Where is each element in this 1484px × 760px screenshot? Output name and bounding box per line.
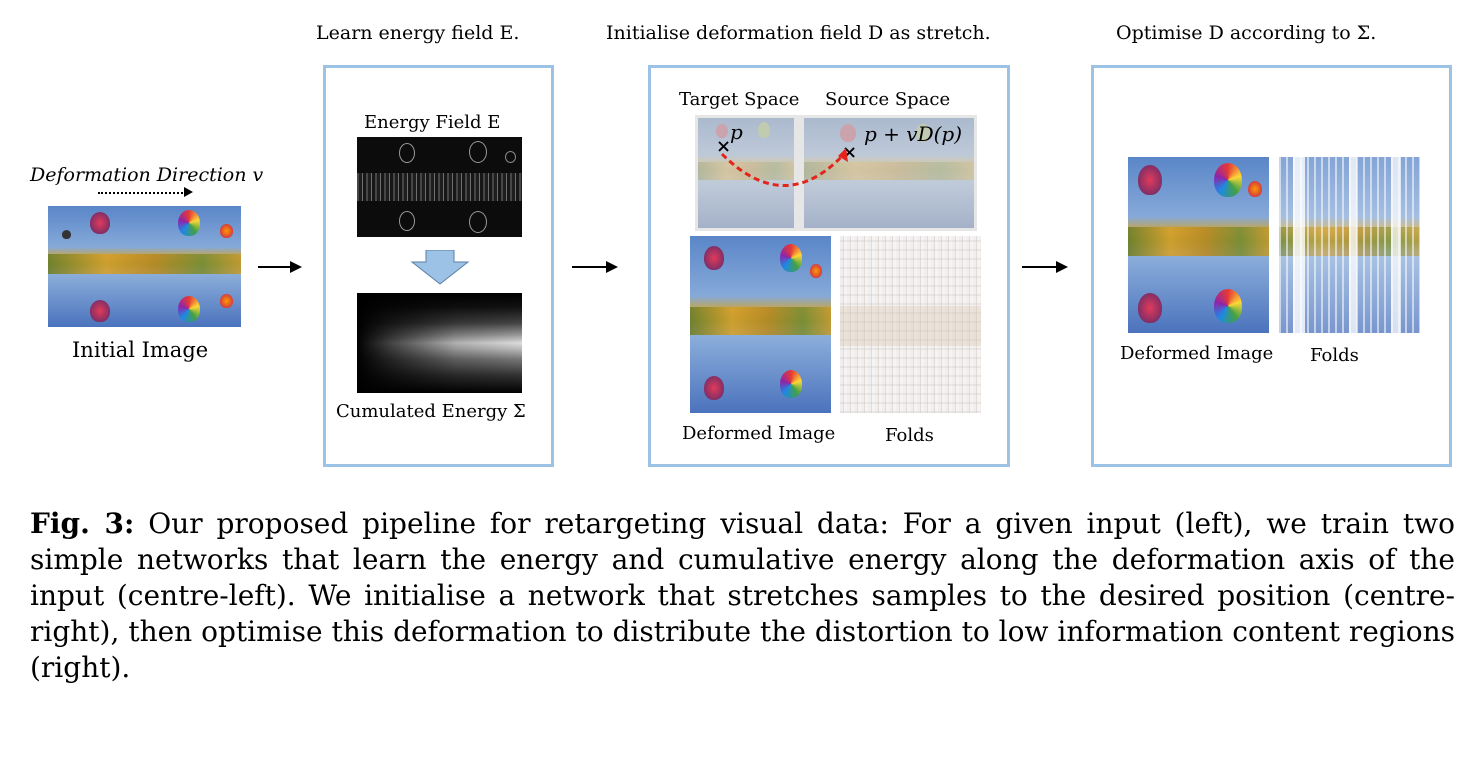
figure-caption: Fig. 3: Our proposed pipeline for retarg… <box>30 506 1455 686</box>
down-arrow-icon <box>410 250 470 285</box>
svg-text:×: × <box>716 136 731 157</box>
energy-field-label: Energy Field E <box>364 112 501 133</box>
final-panel <box>1091 65 1452 467</box>
flow-arrow-1 <box>258 266 292 268</box>
init-deformed-label: Deformed Image <box>682 423 836 444</box>
stage-title-learn: Learn energy field E. <box>316 22 520 44</box>
mapping-arrow: × × <box>716 136 857 187</box>
final-folds-image <box>1279 157 1420 333</box>
stage-title-init: Initialise deformation field D as stretc… <box>606 22 991 44</box>
final-deformed-image <box>1128 157 1269 333</box>
flow-arrow-2 <box>572 266 608 268</box>
mapping-box <box>695 115 977 231</box>
energy-field-image <box>357 137 522 237</box>
energy-panel <box>323 65 554 467</box>
flow-arrow-2-head <box>606 261 618 273</box>
init-folds-image <box>840 236 981 413</box>
initial-image-label: Initial Image <box>72 338 209 362</box>
direction-arrow-head <box>184 187 193 197</box>
caption-text: Our proposed pipeline for retargeting vi… <box>30 507 1455 684</box>
flow-arrow-3 <box>1022 266 1058 268</box>
final-folds-label: Folds <box>1310 345 1359 366</box>
cumulated-energy-image <box>357 293 522 393</box>
flow-arrow-3-head <box>1056 261 1068 273</box>
target-space-image <box>698 118 794 228</box>
figure-label: Fig. 3: <box>30 507 135 540</box>
stage-title-optimise: Optimise D according to Σ. <box>1116 22 1377 44</box>
init-panel <box>648 65 1010 467</box>
initial-image <box>48 206 241 327</box>
direction-label: Deformation Direction v <box>30 164 264 186</box>
target-space-label: Target Space <box>679 89 800 110</box>
cumulated-energy-label: Cumulated Energy Σ <box>336 401 526 422</box>
init-folds-label: Folds <box>885 425 934 446</box>
point-p-label: p <box>730 120 743 144</box>
init-deformed-image <box>690 236 831 413</box>
final-deformed-label: Deformed Image <box>1120 343 1274 364</box>
direction-arrow <box>98 192 186 194</box>
mapped-point-label: p + vD(p) <box>864 122 963 146</box>
flow-arrow-1-head <box>290 261 302 273</box>
source-space-label: Source Space <box>825 89 951 110</box>
source-space-image <box>804 118 974 228</box>
